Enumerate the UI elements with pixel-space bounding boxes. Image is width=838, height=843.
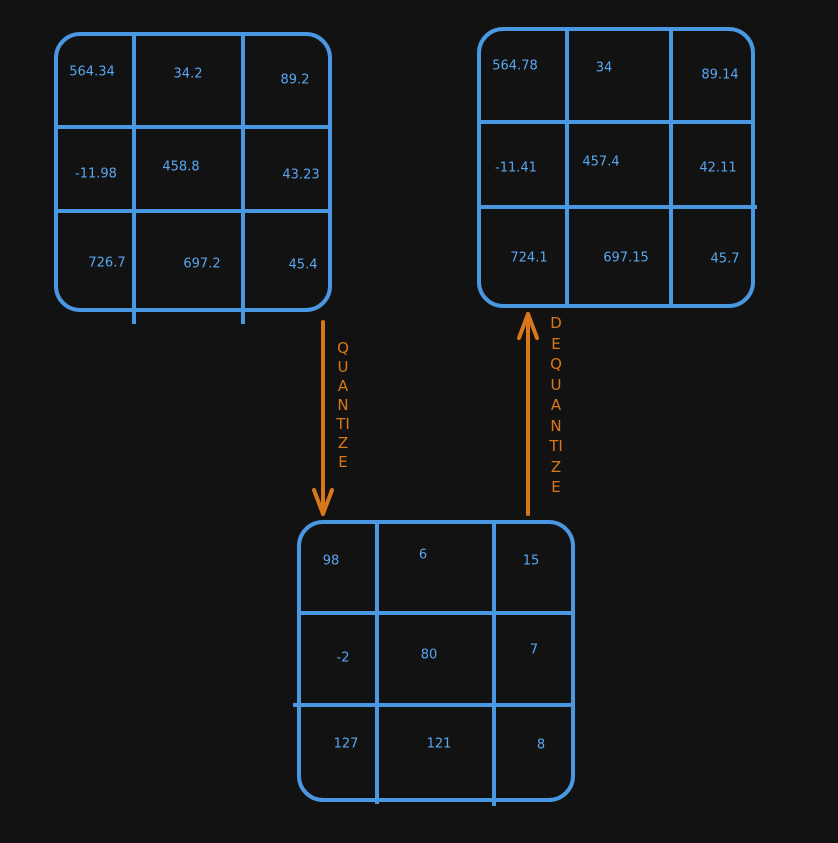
original-cell: 564.34: [69, 64, 115, 80]
dequantize-label: DEQUANTIZE: [549, 314, 563, 496]
original-cell: 458.8: [162, 159, 200, 175]
original-cell: 43.23: [282, 167, 320, 183]
original-cell: 34.2: [173, 66, 203, 82]
original-matrix-divider: [54, 125, 332, 129]
quantized-cell: 80: [420, 647, 438, 663]
quantized-cell: 7: [529, 642, 539, 658]
original-cell: 45.4: [288, 257, 318, 273]
original-cell: 89.2: [280, 72, 310, 88]
original-matrix: [54, 32, 332, 312]
dequantized-matrix-divider: [669, 27, 673, 308]
original-cell: 726.7: [88, 255, 126, 271]
quantized-cell: 98: [322, 553, 340, 569]
original-cell: 697.2: [183, 256, 221, 272]
dequantized-matrix-divider: [477, 120, 755, 124]
quantized-matrix-divider: [299, 611, 575, 615]
dequantized-matrix: [477, 27, 755, 308]
dequantized-cell: 34: [595, 60, 613, 76]
original-cell: -11.98: [75, 166, 117, 182]
dequantized-cell: 45.7: [710, 251, 740, 267]
dequantized-cell: 457.4: [582, 154, 620, 170]
quantized-cell: -2: [336, 650, 350, 666]
quantized-cell: 121: [426, 736, 452, 752]
dequantized-cell: 89.14: [701, 67, 739, 83]
quantize-label: QUANTIZE: [336, 339, 350, 471]
dequantized-matrix-divider: [565, 27, 569, 308]
quantized-matrix-divider: [375, 520, 379, 804]
quantized-cell: 8: [536, 737, 546, 753]
quantized-matrix-divider: [293, 703, 575, 707]
quantized-cell: 127: [333, 736, 359, 752]
quantized-matrix: [297, 520, 575, 802]
original-matrix-divider: [54, 209, 332, 213]
dequantize-arrow: [517, 312, 539, 516]
dequantized-cell: -11.41: [495, 160, 537, 176]
dequantized-cell: 42.11: [699, 160, 737, 176]
dequantized-cell: 564.78: [492, 58, 538, 74]
dequantized-cell: 697.15: [603, 250, 649, 266]
quantized-cell: 15: [522, 553, 540, 569]
quantize-arrow: [312, 320, 334, 516]
original-matrix-divider: [132, 36, 136, 324]
quantized-matrix-divider: [492, 520, 496, 806]
original-matrix-divider: [241, 36, 245, 324]
dequantized-cell: 724.1: [510, 250, 548, 266]
dequantized-matrix-divider: [477, 205, 757, 209]
quantized-cell: 6: [418, 547, 428, 563]
